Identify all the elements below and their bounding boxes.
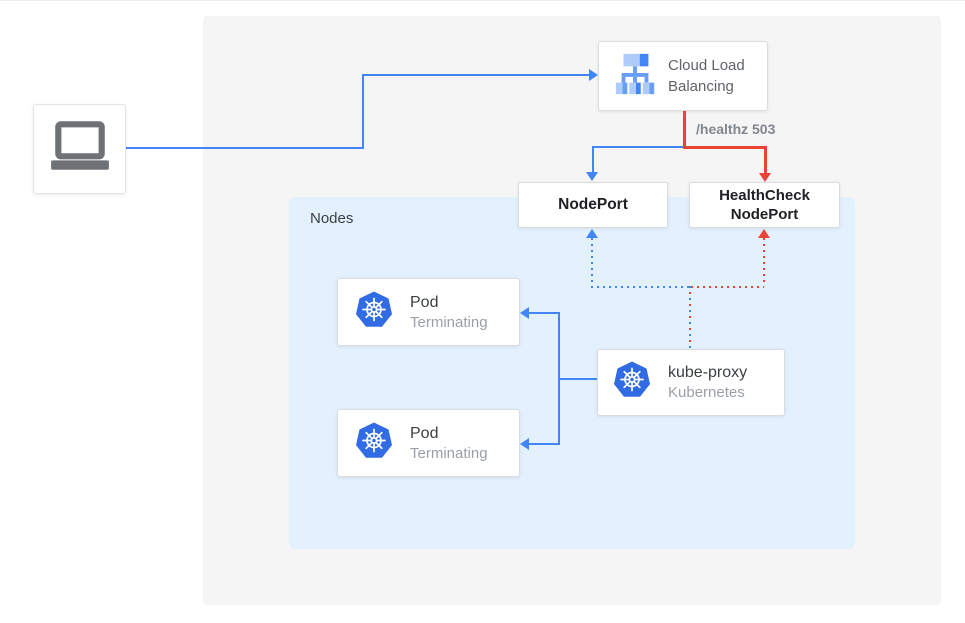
kube-proxy-to-pods-line: [529, 312, 558, 314]
arrowhead-into-pod-2: [520, 438, 529, 450]
nodeport-label: NodePort: [558, 196, 628, 213]
kube-proxy-to-pods-line: [529, 443, 558, 445]
healthz-503-label: /healthz 503: [696, 121, 776, 137]
arrowhead-into-pod-1: [520, 307, 529, 319]
kube-proxy-to-pods-line: [558, 378, 597, 380]
nodes-label: Nodes: [310, 210, 354, 227]
kube-proxy-to-healthcheck-dotted: [763, 238, 765, 286]
kube-proxy-up-dotted-line: [689, 286, 691, 349]
pod-terminating-box-1: Pod Terminating: [337, 278, 520, 346]
kubernetes-icon: [354, 421, 394, 466]
pod-status: Terminating: [410, 444, 488, 462]
lb-healthcheck-line: [683, 111, 686, 149]
lb-healthcheck-line: [683, 146, 767, 149]
pod-terminating-box-2: Pod Terminating: [337, 409, 520, 477]
load-balancer-icon: [612, 51, 658, 102]
kube-proxy-to-nodeport-dotted: [591, 286, 689, 288]
lb-healthcheck-line: [764, 146, 767, 174]
laptop-icon: [48, 120, 112, 179]
lb-to-nodeport-line: [592, 146, 594, 173]
client-to-lb-line: [126, 147, 362, 149]
kubernetes-icon: [354, 290, 394, 335]
pod-title: Pod: [410, 293, 439, 311]
kube-proxy-to-nodeport-dotted: [591, 238, 593, 286]
arrowhead-into-nodeport: [586, 172, 598, 181]
dotted-arrowhead-into-nodeport: [586, 229, 598, 238]
kube-proxy-to-healthcheck-dotted: [691, 286, 764, 288]
kube-proxy-subtitle: Kubernetes: [668, 384, 745, 401]
client-box: [33, 104, 126, 194]
client-to-lb-line: [362, 74, 589, 76]
healthcheck-nodeport-box: HealthCheck NodePort: [689, 182, 840, 228]
kube-proxy-to-pods-line: [558, 312, 560, 445]
kube-proxy-title: kube-proxy: [668, 364, 748, 381]
cloud-load-balancing-label: Cloud Load Balancing: [668, 57, 745, 95]
arrowhead-into-load-balancer: [589, 69, 598, 81]
nodeport-box: NodePort: [518, 182, 668, 228]
pod-title: Pod: [410, 424, 439, 442]
cloud-load-balancing-box: Cloud Load Balancing: [598, 41, 768, 111]
client-to-lb-line: [362, 74, 364, 149]
lb-to-nodeport-line: [592, 146, 685, 148]
dotted-arrowhead-into-healthcheck-nodeport: [758, 229, 770, 238]
kubernetes-icon: [612, 360, 652, 405]
pod-status: Terminating: [410, 313, 488, 331]
healthcheck-nodeport-label: HealthCheck NodePort: [719, 187, 810, 223]
kube-proxy-box: kube-proxy Kubernetes: [597, 349, 785, 416]
arrowhead-into-healthcheck-nodeport: [759, 173, 771, 182]
